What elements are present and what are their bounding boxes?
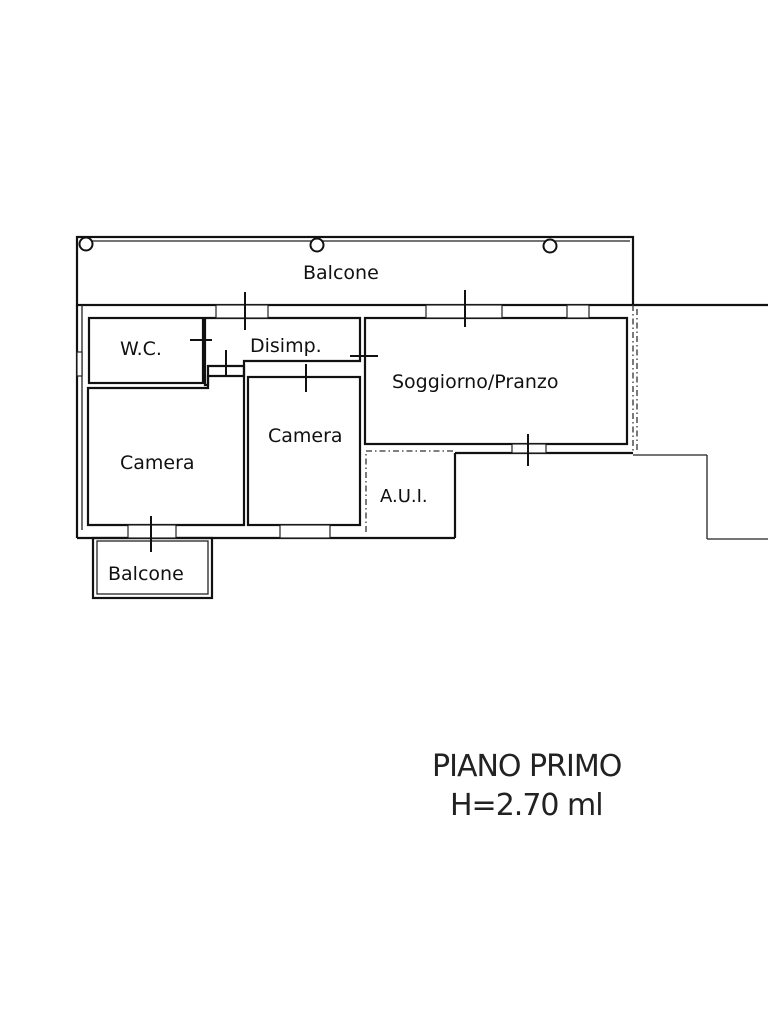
balcony-bottom: Balcone [91,536,214,600]
adjacent-building-outline [633,454,768,540]
column [78,236,94,252]
room-label-wc: W.C. [120,338,162,360]
room-label-soggiorno: Soggiorno/Pranzo [392,371,558,393]
room-disimp: Disimp. [203,316,362,387]
column [542,238,558,254]
room-label-balcone-top: Balcone [303,262,379,284]
room-wc: W.C. [87,316,205,385]
room-label-camera-mid: Camera [268,425,343,447]
window [279,524,331,539]
balcony-top [75,235,635,307]
room-soggiorno: Soggiorno/Pranzo [363,316,629,446]
window [566,304,590,319]
room-label-balcone-bottom: Balcone [108,563,184,585]
title-line-2: H=2.70 ml [450,788,603,823]
window [215,304,269,319]
plan-title: PIANO PRIMO H=2.70 ml [432,749,622,823]
room-label-disimp: Disimp. [250,335,322,357]
title-line-1: PIANO PRIMO [432,749,621,784]
column [309,237,325,253]
window [76,351,83,377]
door-ticks [150,290,529,552]
room-label-aui: A.U.I. [380,486,428,507]
room-aui: A.U.I. [365,450,453,532]
room-camera-left: Camera [86,364,246,527]
room-label-camera-left: Camera [120,452,195,474]
room-camera-mid: Camera [246,375,362,527]
